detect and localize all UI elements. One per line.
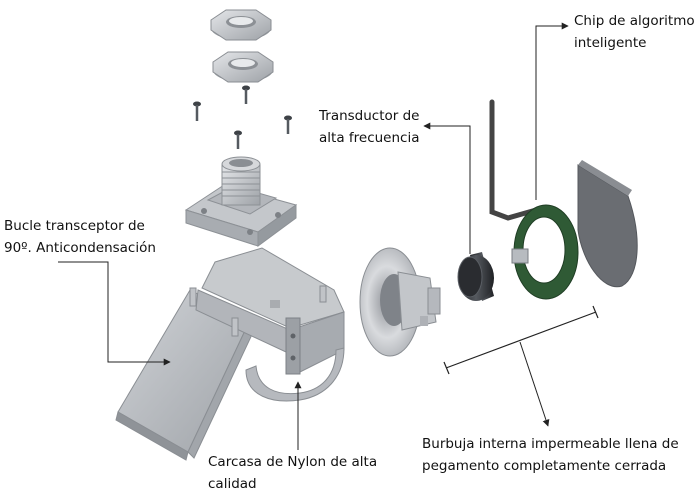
bubble-label: Burbuja interna impermeable llena de peg… xyxy=(422,433,679,477)
chip-board xyxy=(511,204,579,300)
lock-nut-top xyxy=(210,9,272,41)
bubble-label-line: pegamento completamente cerrada xyxy=(422,458,667,474)
loop-label-line: Bucle transceptor de xyxy=(4,218,145,234)
loop-label: Bucle transceptor de 90º. Anticondensaci… xyxy=(4,215,156,259)
horn-reflector xyxy=(359,247,441,357)
screw xyxy=(234,130,242,149)
rear-cover xyxy=(577,160,638,288)
chip-label-line: Chip de algoritmo xyxy=(574,13,695,29)
chip-leader-line xyxy=(535,22,569,200)
lock-nut-bottom xyxy=(212,51,274,83)
bubble-dimension-line xyxy=(443,305,599,375)
loop-leader-line xyxy=(58,261,171,366)
bubble-leader-line xyxy=(519,341,550,427)
housing-label-line: calidad xyxy=(208,476,257,492)
bubble-label-line: Burbuja interna impermeable llena de xyxy=(422,436,679,452)
transducer-leader-line xyxy=(423,122,471,254)
housing-label-line: Carcasa de Nylon de alta xyxy=(208,454,378,470)
screw xyxy=(193,101,201,121)
screw xyxy=(242,85,250,104)
screw xyxy=(284,115,292,134)
transducer-cylinder xyxy=(457,252,494,301)
loop-label-line: 90º. Anticondensación xyxy=(4,240,156,256)
threaded-flange xyxy=(184,156,298,247)
transducer-label: Transductor de alta frecuencia xyxy=(319,105,420,149)
transducer-label-line: alta frecuencia xyxy=(319,130,420,146)
transducer-label-line: Transductor de xyxy=(319,108,420,124)
chip-label: Chip de algoritmo inteligente xyxy=(574,10,695,54)
housing-label: Carcasa de Nylon de alta calidad xyxy=(208,451,377,495)
bracket-housing xyxy=(115,247,345,461)
chip-label-line: inteligente xyxy=(574,35,647,51)
wire xyxy=(489,99,539,221)
